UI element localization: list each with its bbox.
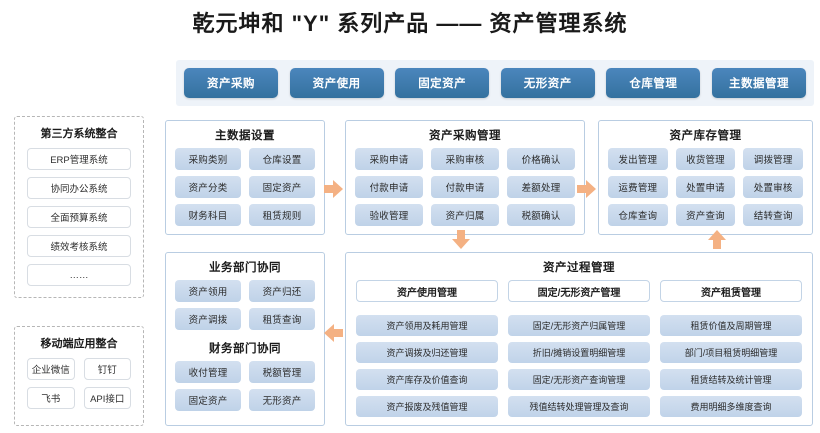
business-dept-item-asset-requisition[interactable]: 资产领用 xyxy=(175,280,241,302)
procurement-panel: 资产采购管理 采购申请 采购审核 价格确认 付款申请 付款申请 差额处理 验收管… xyxy=(345,120,585,235)
third-party-item-performance[interactable]: 绩效考核系统 xyxy=(27,235,131,257)
third-party-panel-title: 第三方系统整合 xyxy=(40,128,118,140)
business-dept-item-asset-transfer[interactable]: 资产调拨 xyxy=(175,308,241,330)
process-panel-title: 资产过程管理 xyxy=(543,262,615,274)
process-item-usage-1[interactable]: 资产领用及耗用管理 xyxy=(356,315,498,336)
arrow-up-process-to-inventory xyxy=(708,230,727,249)
mobile-integration-panel: 移动端应用整合 企业微信 钉钉 飞书 API接口 xyxy=(14,326,144,426)
inventory-item-transfer-management[interactable]: 调拨管理 xyxy=(743,148,803,170)
master-data-item-fixed-assets[interactable]: 固定资产 xyxy=(249,176,315,198)
inventory-panel-title: 资产库存管理 xyxy=(669,130,742,142)
master-data-item-purchase-category[interactable]: 采购类别 xyxy=(175,148,241,170)
finance-dept-item-intangible-assets[interactable]: 无形资产 xyxy=(249,389,315,411)
procurement-item-tax-confirm[interactable]: 税额确认 xyxy=(507,204,575,226)
third-party-integration-panel: 第三方系统整合 ERP管理系统 协同办公系统 全面预算系统 绩效考核系统 …… xyxy=(14,116,144,298)
third-party-item-budget[interactable]: 全面预算系统 xyxy=(27,206,131,228)
inventory-panel: 资产库存管理 发出管理 收货管理 调拨管理 运费管理 处置申请 处置审核 仓库查… xyxy=(598,120,813,235)
page-title: 乾元坤和 "Y" 系列产品 —— 资产管理系统 xyxy=(192,11,628,36)
business-dept-item-lease-query[interactable]: 租赁查询 xyxy=(249,308,315,330)
third-party-item-erp[interactable]: ERP管理系统 xyxy=(27,148,131,170)
mobile-item-dingtalk[interactable]: 钉钉 xyxy=(83,358,131,380)
master-data-item-warehouse-setup[interactable]: 仓库设置 xyxy=(249,148,315,170)
process-item-lease-3[interactable]: 租赁结转及统计管理 xyxy=(660,369,802,390)
nav-button-fixed-assets[interactable]: 固定资产 xyxy=(395,68,490,98)
procurement-item-price-confirm[interactable]: 价格确认 xyxy=(507,148,575,170)
process-item-usage-3[interactable]: 资产库存及价值查询 xyxy=(356,369,498,390)
process-item-lease-1[interactable]: 租赁价值及周期管理 xyxy=(660,315,802,336)
inventory-item-carryover-query[interactable]: 结转查询 xyxy=(743,204,803,226)
inventory-item-disposal-review[interactable]: 处置审核 xyxy=(743,176,803,198)
process-item-fixed-2[interactable]: 折旧/摊销设置明细管理 xyxy=(508,342,650,363)
master-data-item-finance-account[interactable]: 财务科目 xyxy=(175,204,241,226)
nav-button-asset-procurement[interactable]: 资产采购 xyxy=(184,68,278,98)
department-collaboration-panel: 业务部门协同 资产领用 资产归还 资产调拨 租赁查询 财务部门协同 收付管理 税… xyxy=(165,252,325,426)
master-data-item-asset-classification[interactable]: 资产分类 xyxy=(175,176,241,198)
finance-dept-panel-title: 财务部门协同 xyxy=(209,343,281,355)
master-data-panel-title: 主数据设置 xyxy=(215,130,275,142)
arrow-left-process-to-department xyxy=(324,324,343,343)
third-party-item-oa[interactable]: 协同办公系统 xyxy=(27,177,131,199)
process-column-asset-lease: 资产租赁管理 租赁价值及周期管理 部门/项目租赁明细管理 租赁结转及统计管理 费… xyxy=(660,280,802,417)
process-subhead-asset-usage[interactable]: 资产使用管理 xyxy=(356,280,498,302)
business-dept-item-asset-return[interactable]: 资产归还 xyxy=(249,280,315,302)
finance-dept-item-fixed-assets[interactable]: 固定资产 xyxy=(175,389,241,411)
third-party-item-more[interactable]: …… xyxy=(27,264,131,286)
arrow-right-masterdata-to-procurement xyxy=(324,180,343,199)
inventory-item-receipt-management[interactable]: 收货管理 xyxy=(675,148,736,170)
nav-button-master-data-management[interactable]: 主数据管理 xyxy=(711,68,806,98)
process-item-lease-4[interactable]: 费用明细多维度查询 xyxy=(660,396,802,417)
arrow-down-procurement-to-process xyxy=(452,230,471,249)
process-item-lease-2[interactable]: 部门/项目租赁明细管理 xyxy=(660,342,802,363)
process-subhead-fixed-intangible[interactable]: 固定/无形资产管理 xyxy=(508,280,650,302)
procurement-item-payment-apply[interactable]: 付款申请 xyxy=(431,176,499,198)
top-nav-bar: 资产采购 资产使用 固定资产 无形资产 仓库管理 主数据管理 xyxy=(176,60,814,106)
process-item-fixed-3[interactable]: 固定/无形资产查询管理 xyxy=(508,369,650,390)
procurement-item-purchase-review[interactable]: 采购审核 xyxy=(431,148,499,170)
process-item-fixed-4[interactable]: 残值结转处理管理及查询 xyxy=(508,396,650,417)
inventory-item-asset-query[interactable]: 资产查询 xyxy=(675,204,736,226)
process-subhead-asset-lease[interactable]: 资产租赁管理 xyxy=(660,280,802,302)
inventory-item-issue-management[interactable]: 发出管理 xyxy=(608,148,668,170)
process-column-asset-usage: 资产使用管理 资产领用及耗用管理 资产调拨及归还管理 资产库存及价值查询 资产报… xyxy=(356,280,498,417)
finance-dept-item-payment-management[interactable]: 收付管理 xyxy=(175,361,241,383)
inventory-item-freight-management[interactable]: 运费管理 xyxy=(608,176,668,198)
mobile-item-feishu[interactable]: 飞书 xyxy=(27,387,75,409)
procurement-item-purchase-request[interactable]: 采购申请 xyxy=(355,148,423,170)
procurement-item-acceptance[interactable]: 验收管理 xyxy=(355,204,423,226)
nav-button-asset-usage[interactable]: 资产使用 xyxy=(289,68,384,98)
process-column-fixed-intangible: 固定/无形资产管理 固定/无形资产归属管理 折旧/摊销设置明细管理 固定/无形资… xyxy=(508,280,650,417)
procurement-item-asset-attribution[interactable]: 资产归属 xyxy=(431,204,499,226)
mobile-item-wecom[interactable]: 企业微信 xyxy=(27,358,75,380)
mobile-item-api[interactable]: API接口 xyxy=(83,387,131,409)
nav-button-warehouse-management[interactable]: 仓库管理 xyxy=(606,68,701,98)
inventory-item-disposal-request[interactable]: 处置申请 xyxy=(675,176,736,198)
nav-button-intangible-assets[interactable]: 无形资产 xyxy=(500,68,595,98)
procurement-item-difference-handling[interactable]: 差额处理 xyxy=(507,176,575,198)
mobile-panel-title: 移动端应用整合 xyxy=(40,338,118,350)
procurement-panel-title: 资产采购管理 xyxy=(429,130,501,142)
master-data-panel: 主数据设置 采购类别 仓库设置 资产分类 固定资产 财务科目 租赁规则 xyxy=(165,120,325,235)
inventory-item-warehouse-query[interactable]: 仓库查询 xyxy=(608,204,668,226)
process-item-usage-2[interactable]: 资产调拨及归还管理 xyxy=(356,342,498,363)
master-data-item-lease-rules[interactable]: 租赁规则 xyxy=(249,204,315,226)
business-dept-panel-title: 业务部门协同 xyxy=(209,262,281,274)
procurement-item-payment-request[interactable]: 付款申请 xyxy=(355,176,423,198)
process-item-usage-4[interactable]: 资产报废及残值管理 xyxy=(356,396,498,417)
arrow-right-procurement-to-inventory xyxy=(577,180,596,199)
process-management-panel: 资产过程管理 资产使用管理 资产领用及耗用管理 资产调拨及归还管理 资产库存及价… xyxy=(345,252,813,426)
finance-dept-item-tax-management[interactable]: 税额管理 xyxy=(249,361,315,383)
process-item-fixed-1[interactable]: 固定/无形资产归属管理 xyxy=(508,315,650,336)
